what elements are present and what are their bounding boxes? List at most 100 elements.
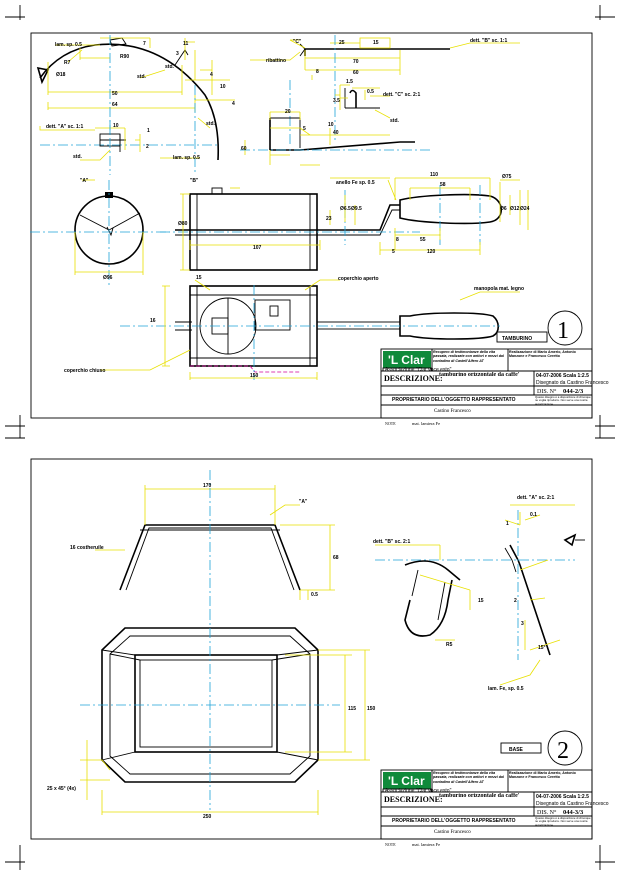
svg-text:250: 250 xyxy=(203,814,212,820)
svg-text:dett. "C" sc. 2:1: dett. "C" sc. 2:1 xyxy=(383,92,420,98)
svg-text:"B": "B" xyxy=(190,178,199,184)
note-label: NOTE xyxy=(385,421,396,426)
svg-text:"C": "C" xyxy=(293,39,302,45)
sheet1-dims: lam. sp. 0.5 7 R7 Ø18 R90 11 3 4 10 std.… xyxy=(46,38,530,379)
detail-a-edge xyxy=(375,504,585,686)
descrizione-value-2: tamburino orizzontale da caffe' xyxy=(439,793,520,799)
sheet1-part-label: TAMBURINO 1 xyxy=(496,310,583,346)
svg-text:50: 50 xyxy=(112,91,118,97)
svg-text:20: 20 xyxy=(285,109,291,115)
svg-text:0.5: 0.5 xyxy=(367,89,374,95)
descrizione-value: tamburino orizzontale da caffe' xyxy=(439,372,520,378)
note-value-2: mat. lamiera Fe xyxy=(412,842,440,847)
svg-text:8: 8 xyxy=(316,69,319,75)
svg-text:Ø6: Ø6 xyxy=(500,206,507,212)
descrizione-label: DESCRIZIONE: xyxy=(384,374,443,383)
dis-label: DIS. N° xyxy=(537,388,557,395)
svg-text:68: 68 xyxy=(333,555,339,561)
svg-text:R5: R5 xyxy=(446,642,453,648)
svg-text:8: 8 xyxy=(396,237,399,243)
svg-text:110: 110 xyxy=(430,172,438,178)
svg-text:R90: R90 xyxy=(120,54,129,60)
logo-text-2: 'L Clar xyxy=(388,774,425,788)
svg-text:2: 2 xyxy=(146,144,149,150)
svg-text:R7: R7 xyxy=(64,60,71,66)
logo-box-2 xyxy=(383,772,431,789)
svg-text:15: 15 xyxy=(373,40,379,46)
svg-text:Ø9.5: Ø9.5 xyxy=(351,206,362,212)
svg-text:60: 60 xyxy=(241,146,247,152)
svg-text:ribattino: ribattino xyxy=(266,58,286,64)
svg-text:Ø12: Ø12 xyxy=(510,206,520,212)
svg-text:15: 15 xyxy=(196,275,202,281)
owner-label-2: PROPRIETARIO DELL'OGGETTO RAPPRESENTATO xyxy=(392,818,516,824)
svg-text:Ø80: Ø80 xyxy=(178,221,188,227)
svg-text:coperchio aperto: coperchio aperto xyxy=(338,276,379,282)
svg-text:"A": "A" xyxy=(80,178,89,184)
svg-text:10: 10 xyxy=(220,84,226,90)
svg-text:170: 170 xyxy=(203,483,212,489)
svg-text:0.5: 0.5 xyxy=(311,592,318,598)
part-number-2: 2 xyxy=(557,738,569,764)
part-name-tamburino: TAMBURINO xyxy=(502,336,532,342)
svg-text:15: 15 xyxy=(478,598,484,604)
svg-text:std.: std. xyxy=(165,64,175,70)
svg-text:10: 10 xyxy=(328,122,334,128)
descrizione-label-2: DESCRIZIONE: xyxy=(384,795,443,804)
sheet1-title-block: 'L Clar Associazione "Clar voce esto" Re… xyxy=(380,348,609,426)
flange-part xyxy=(240,111,430,166)
cover-profile xyxy=(36,35,235,175)
svg-text:60: 60 xyxy=(353,70,359,76)
detail-c xyxy=(335,84,391,119)
date-2: 04-07-2006 xyxy=(536,794,562,800)
svg-text:4: 4 xyxy=(232,101,235,107)
logo-sub-2: Associazione "Clar voce esto" xyxy=(385,788,452,794)
authors-2: Realizzazione di Mario Amerio, Antonio M… xyxy=(509,771,576,780)
sheet1-frame xyxy=(30,32,593,419)
svg-text:Ø18: Ø18 xyxy=(56,72,66,78)
svg-text:70: 70 xyxy=(353,59,359,65)
svg-text:Ø75: Ø75 xyxy=(502,174,512,180)
svg-text:dett. "B" sc. 1:1: dett. "B" sc. 1:1 xyxy=(470,38,507,44)
date: 04-07-2006 xyxy=(536,373,562,379)
crop-marks xyxy=(5,5,615,870)
rights-note: Questo disegno è a disposizione di chiun… xyxy=(535,396,591,406)
svg-text:1: 1 xyxy=(147,128,150,134)
svg-text:4: 4 xyxy=(210,72,213,78)
svg-text:lam. Fe, sp. 0.5: lam. Fe, sp. 0.5 xyxy=(488,686,524,692)
svg-text:0.1: 0.1 xyxy=(530,512,537,518)
svg-text:3: 3 xyxy=(521,621,524,627)
owner-label: PROPRIETARIO DELL'OGGETTO RAPPRESENTATO xyxy=(392,397,516,403)
logo-text: 'L Clar xyxy=(388,353,425,367)
svg-text:std.: std. xyxy=(137,74,147,80)
svg-text:"A": "A" xyxy=(299,499,308,505)
drawn-by: Disegnato da Castino Francesco xyxy=(536,380,609,386)
svg-text:dett. "A" sc. 1:1: dett. "A" sc. 1:1 xyxy=(46,124,83,130)
svg-text:anello Fe sp. 0.5: anello Fe sp. 0.5 xyxy=(336,180,375,186)
svg-text:16 costheruile: 16 costheruile xyxy=(70,545,104,551)
svg-text:55: 55 xyxy=(420,237,426,243)
svg-text:2: 2 xyxy=(514,598,517,604)
svg-text:16: 16 xyxy=(150,318,156,324)
sheet2-part-label: BASE 2 xyxy=(500,730,583,766)
part-number-1: 1 xyxy=(557,318,569,344)
svg-text:64: 64 xyxy=(112,102,118,108)
svg-text:23: 23 xyxy=(326,216,332,222)
svg-text:Ø24: Ø24 xyxy=(520,206,530,212)
detail-a-small xyxy=(39,120,141,175)
svg-text:3.5: 3.5 xyxy=(333,98,340,104)
drum-front-view xyxy=(30,179,170,285)
svg-text:1: 1 xyxy=(506,521,509,527)
logo-box xyxy=(383,351,431,368)
svg-text:58: 58 xyxy=(440,182,446,188)
svg-text:std.: std. xyxy=(390,118,400,124)
dis-number: 044-2/3 xyxy=(563,388,584,395)
svg-text:11: 11 xyxy=(183,41,189,47)
note-label-2: NOTE xyxy=(385,842,396,847)
svg-text:coperchio chiuso: coperchio chiuso xyxy=(64,368,105,374)
svg-text:Ø6.5: Ø6.5 xyxy=(340,206,351,212)
authors: Realizzazione di Mario Amerio, Antonio M… xyxy=(509,350,576,359)
svg-text:dett. "A" sc. 2:1: dett. "A" sc. 2:1 xyxy=(517,495,554,501)
drawn-by-2: Disegnato da Castino Francesco xyxy=(536,801,609,807)
